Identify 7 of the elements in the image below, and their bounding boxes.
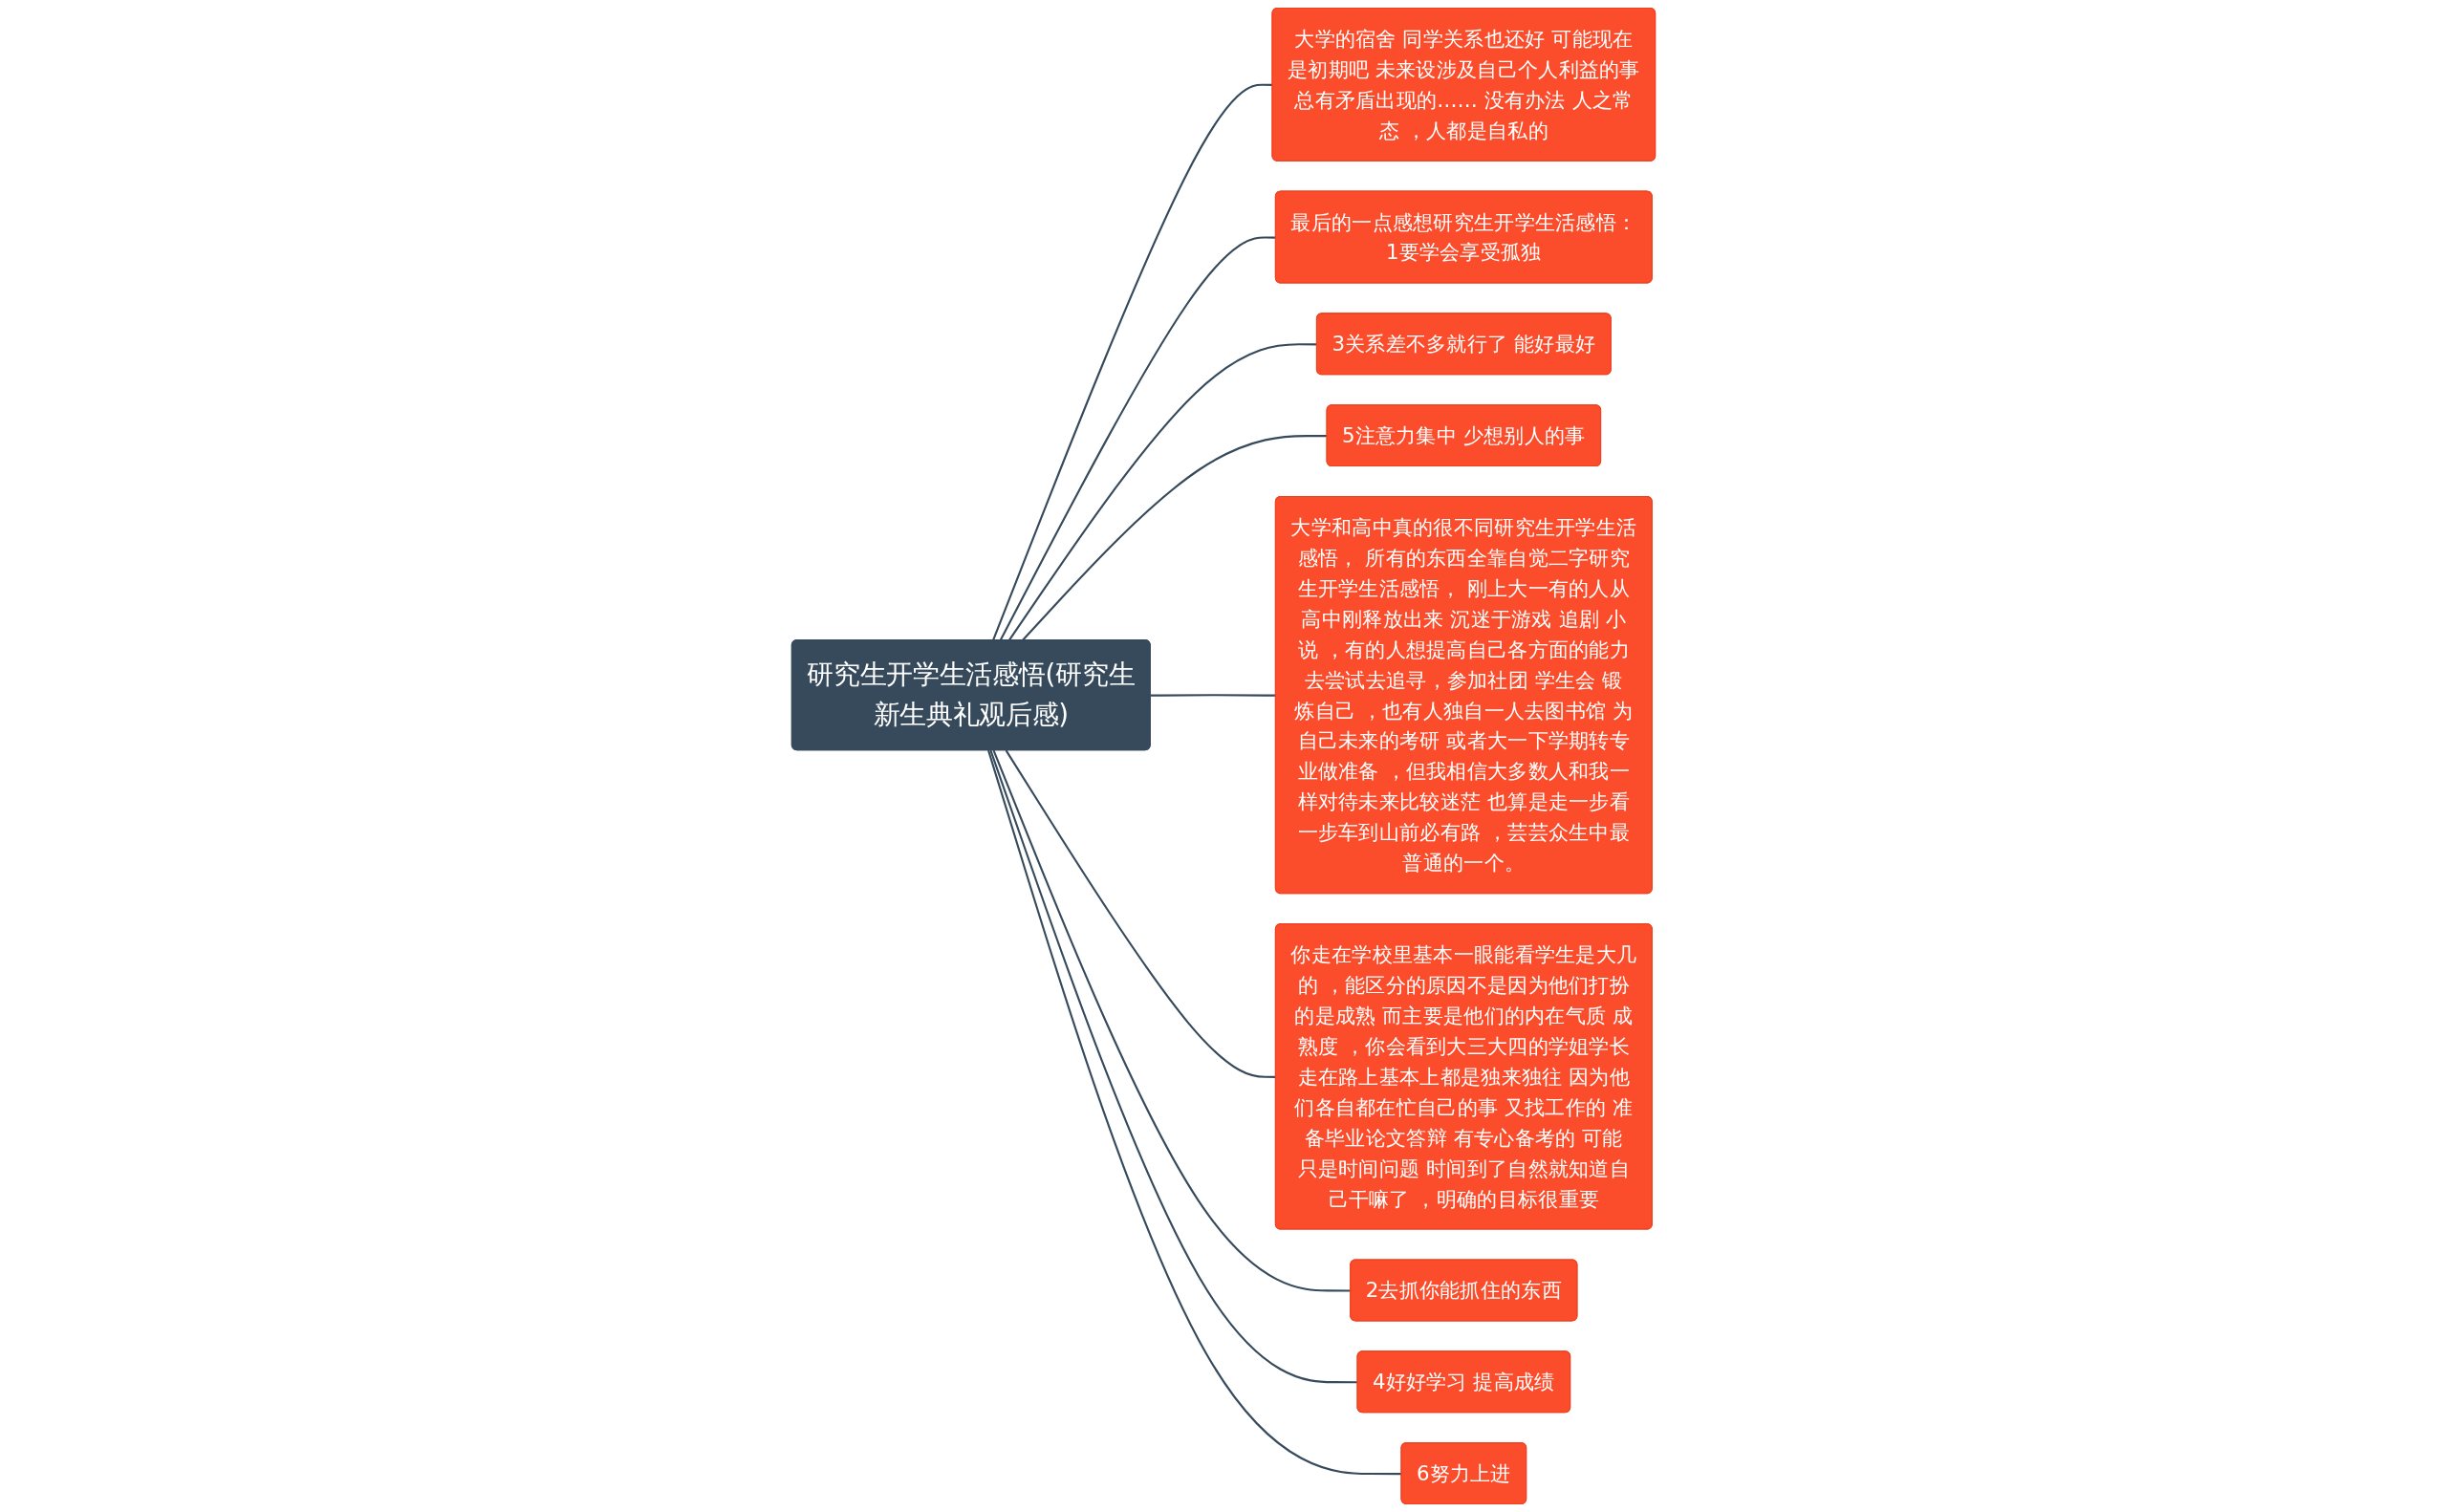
connector [1150, 694, 1276, 697]
connector [989, 749, 1358, 1384]
connector [1007, 343, 1317, 641]
connector [987, 749, 1402, 1476]
connector [1021, 435, 1328, 641]
connector [999, 236, 1276, 641]
connector [1005, 749, 1276, 1078]
